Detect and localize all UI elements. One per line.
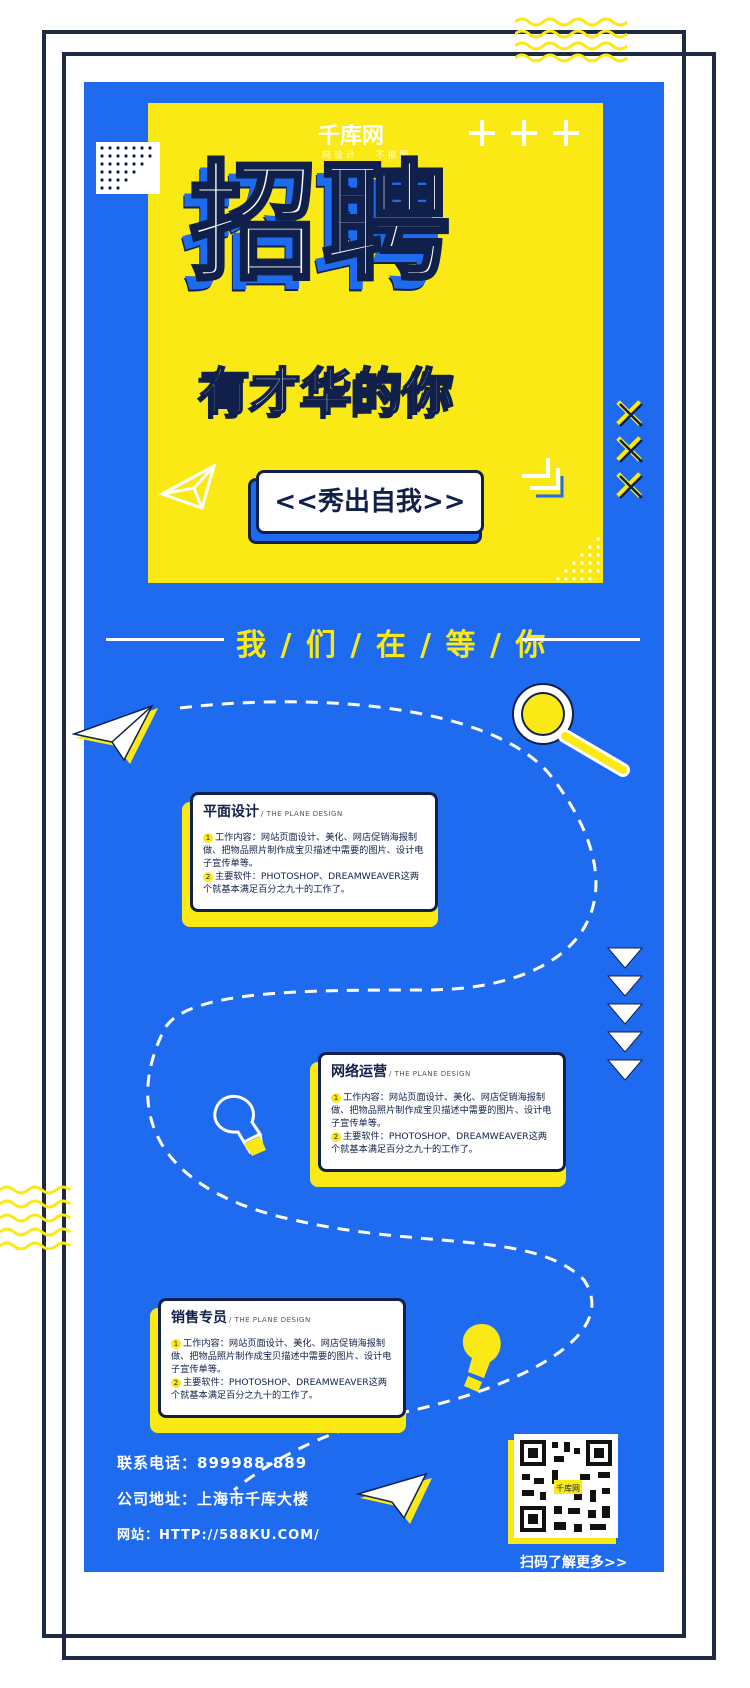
job-duties: 工作内容：网站页面设计、美化、网店促销海报制做、把物品照片制作成宝贝描述中需要的…: [203, 832, 424, 869]
halftone-corner: [556, 537, 600, 581]
bullet-2-icon: 2: [171, 1377, 181, 1388]
bullet-2-icon: 2: [331, 1131, 341, 1142]
hero-subtitle: 有才华的你: [199, 362, 455, 422]
slogan-text: <<秀出自我>>: [256, 470, 484, 534]
halftone-square: [96, 142, 160, 194]
job-title-en: / THE PLANE DESIGN: [389, 1070, 471, 1078]
contact-phone: 联系电话：899988-889: [117, 1454, 308, 1472]
brand-logo: 千库网: [318, 124, 385, 149]
lightbulb-icon: [462, 1324, 501, 1392]
plus-icons: [469, 120, 579, 146]
hero-title: 招聘: [188, 149, 455, 298]
qr-label: 千库网: [556, 1483, 580, 1493]
tagline: 我 / 们 / 在 / 等 / 你: [236, 628, 548, 663]
job-title-en: / THE PLANE DESIGN: [261, 810, 343, 818]
job-duties: 工作内容：网站页面设计、美化、网店促销海报制做、把物品照片制作成宝贝描述中需要的…: [331, 1092, 552, 1129]
triangle-icon: [158, 462, 217, 510]
brand-logo-sub: 网设计 · 不抠图: [322, 151, 412, 161]
qr-code[interactable]: 千库网: [508, 1434, 624, 1544]
bullet-2-icon: 2: [203, 871, 213, 882]
bullet-1-icon: 1: [171, 1338, 181, 1349]
outer-frame-back: [42, 30, 686, 1638]
bullet-1-icon: 1: [203, 832, 213, 843]
magnifier-icon: [512, 683, 630, 777]
tagline-line-right: [522, 638, 640, 641]
tagline-line-left: [106, 638, 224, 641]
job-duties: 工作内容：网站页面设计、美化、网店促销海报制做、把物品照片制作成宝贝描述中需要的…: [171, 1338, 392, 1375]
arrow-triangles-icon: [606, 947, 644, 1081]
contact-address: 公司地址：上海市千库大楼: [117, 1490, 310, 1508]
wave-decoration-left: [0, 1185, 71, 1250]
job-software: 主要软件：PHOTOSHOP、DREAMWEAVER这两个就基本满足百分之九十的…: [203, 871, 420, 895]
job-title: 网络运营: [331, 1064, 387, 1080]
bullet-1-icon: 1: [331, 1092, 341, 1103]
dashed-route: [146, 700, 598, 1492]
job-software: 主要软件：PHOTOSHOP、DREAMWEAVER这两个就基本满足百分之九十的…: [171, 1377, 388, 1401]
chevron-stack-icon: [522, 458, 564, 498]
lightbulb-outline-icon: [213, 1095, 266, 1156]
qr-code-icon: 千库网: [514, 1434, 618, 1538]
qr-caption[interactable]: 扫码了解更多>>: [520, 1555, 628, 1571]
wave-decoration-top: [515, 17, 628, 63]
job-software: 主要软件：PHOTOSHOP、DREAMWEAVER这两个就基本满足百分之九十的…: [331, 1131, 548, 1155]
job-title-en: / THE PLANE DESIGN: [229, 1316, 311, 1324]
paper-plane-bottom-icon: [356, 1472, 432, 1524]
job-title: 平面设计: [203, 804, 259, 820]
paper-plane-icon: [72, 704, 158, 764]
outer-frame-front: [62, 52, 716, 1660]
job-title: 销售专员: [171, 1310, 227, 1326]
contact-website[interactable]: 网站：HTTP://588KU.COM/: [117, 1528, 320, 1543]
x-marks-icon: [616, 400, 643, 499]
